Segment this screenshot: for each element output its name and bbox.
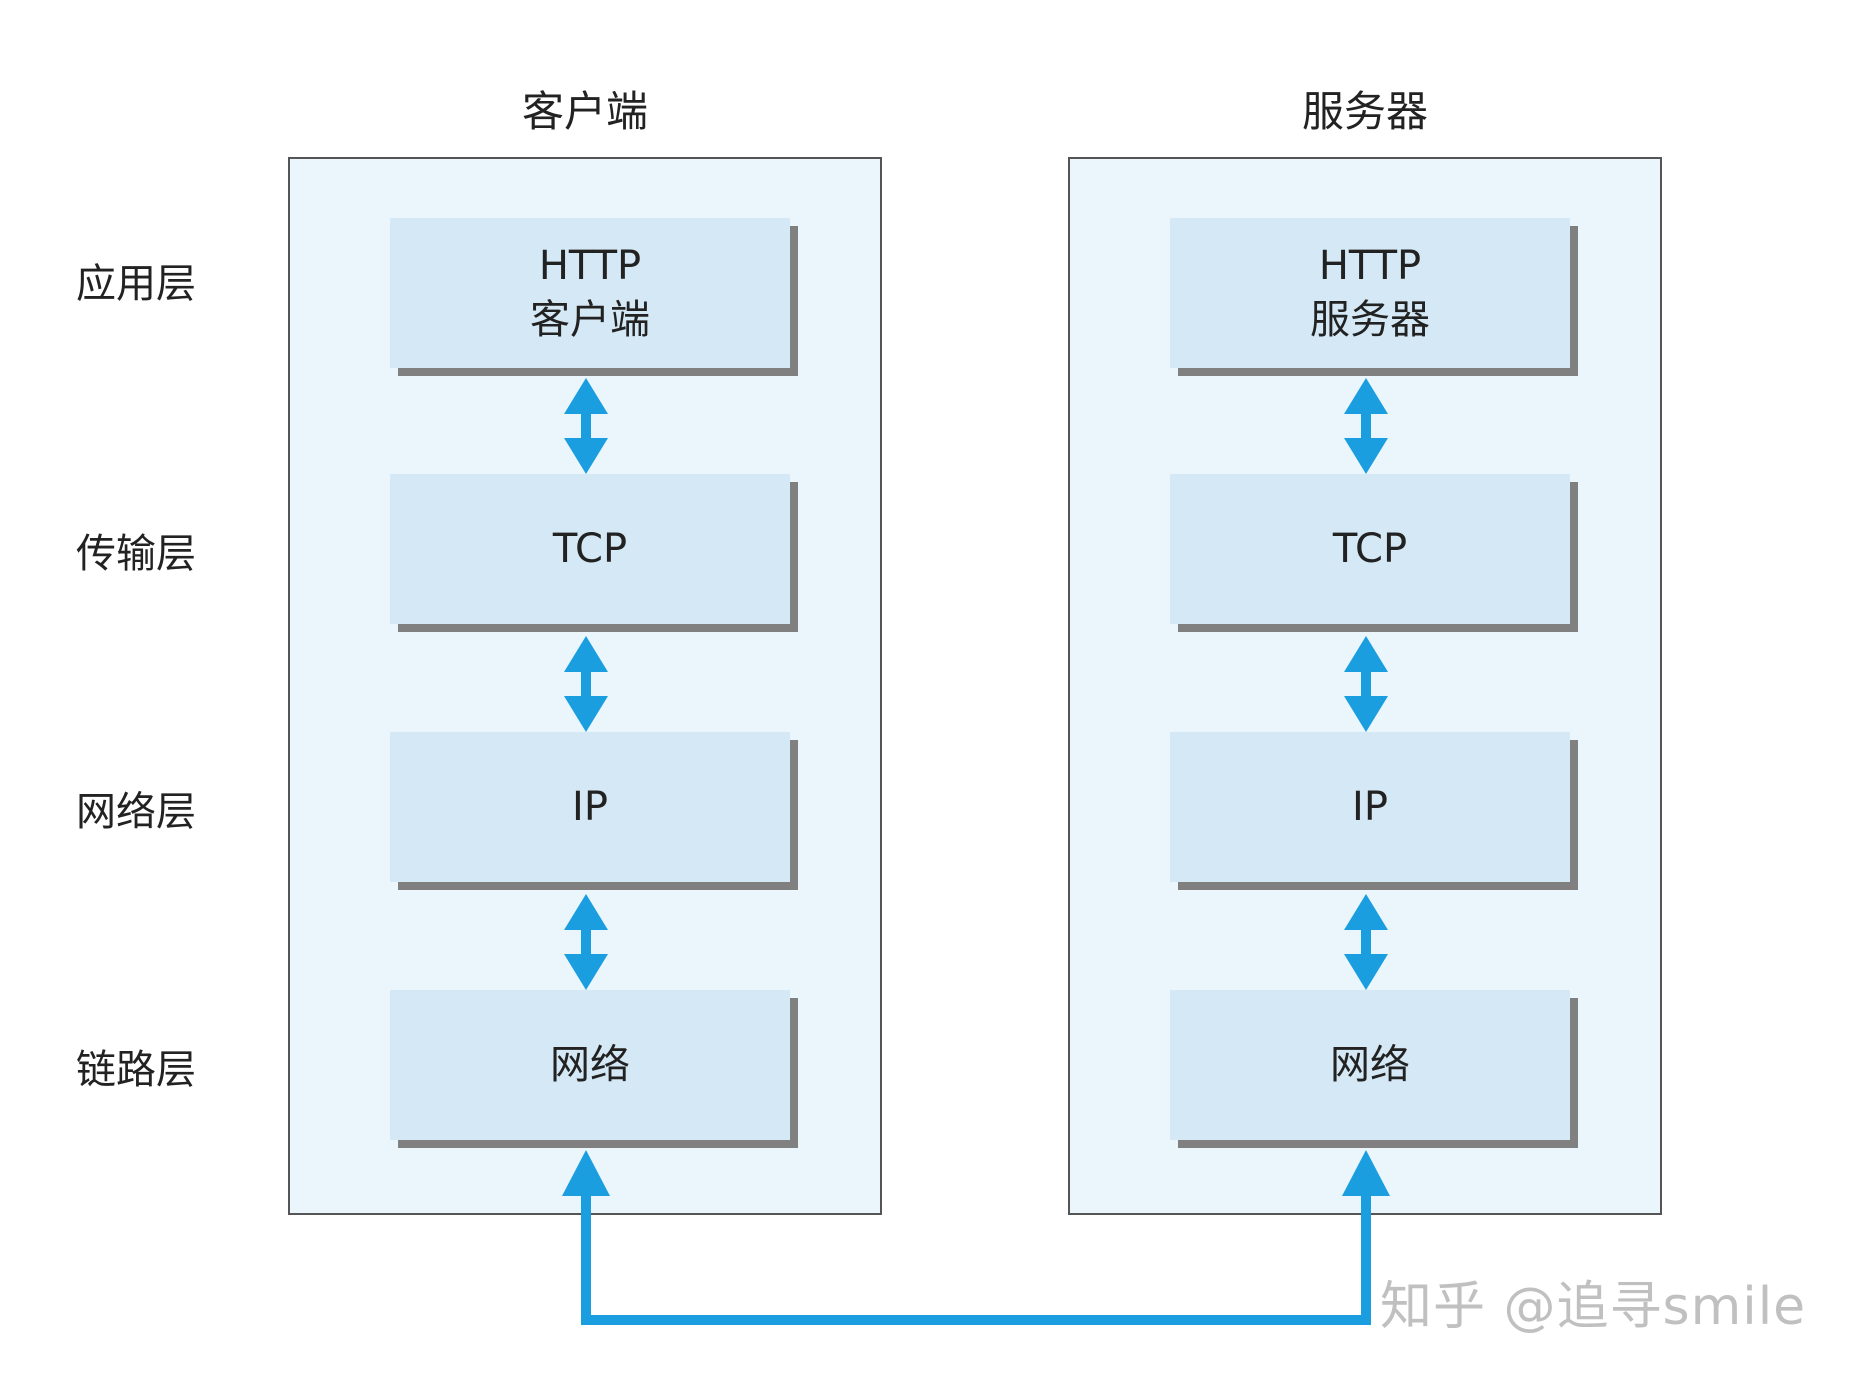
client-column-title: 客户端 [521,87,648,136]
server-ip-box-label: IP [1352,784,1388,830]
client-http-box-line2: 客户端 [530,297,650,343]
client-tcp-box: TCP [390,474,790,624]
client-http-box: HTTP 客户端 [390,218,790,368]
client-arrow-app-transport-icon [564,378,608,474]
layer-label-link: 链路层 [76,1047,196,1093]
layer-label-application: 应用层 [76,261,196,307]
server-ip-box: IP [1170,732,1570,882]
client-link-arrowhead-icon [562,1150,610,1196]
physical-link-connector [562,1150,1390,1325]
client-tcp-box-label: TCP [552,526,628,572]
client-ip-box-label: IP [572,784,608,830]
server-http-box: HTTP 服务器 [1170,218,1570,368]
watermark: 知乎 @追寻smile [1380,1277,1807,1337]
layer-label-network: 网络层 [76,789,196,835]
server-tcp-box: TCP [1170,474,1570,624]
server-link-arrowhead-icon [1342,1150,1390,1196]
server-network-box: 网络 [1170,990,1570,1140]
client-arrow-transport-network-icon [564,636,608,732]
client-network-box-label: 网络 [550,1042,630,1088]
client-arrow-network-link-icon [564,894,608,990]
server-network-box-label: 网络 [1330,1042,1410,1088]
server-arrow-app-transport-icon [1344,378,1388,474]
client-ip-box: IP [390,732,790,882]
server-arrow-transport-network-icon [1344,636,1388,732]
server-column-title: 服务器 [1301,87,1428,136]
layer-label-transport: 传输层 [76,531,196,577]
client-network-box: 网络 [390,990,790,1140]
server-tcp-box-label: TCP [1332,526,1408,572]
server-http-box-line1: HTTP [1318,243,1422,289]
server-http-box-line2: 服务器 [1310,297,1430,343]
client-http-box-line1: HTTP [538,243,642,289]
server-arrow-network-link-icon [1344,894,1388,990]
